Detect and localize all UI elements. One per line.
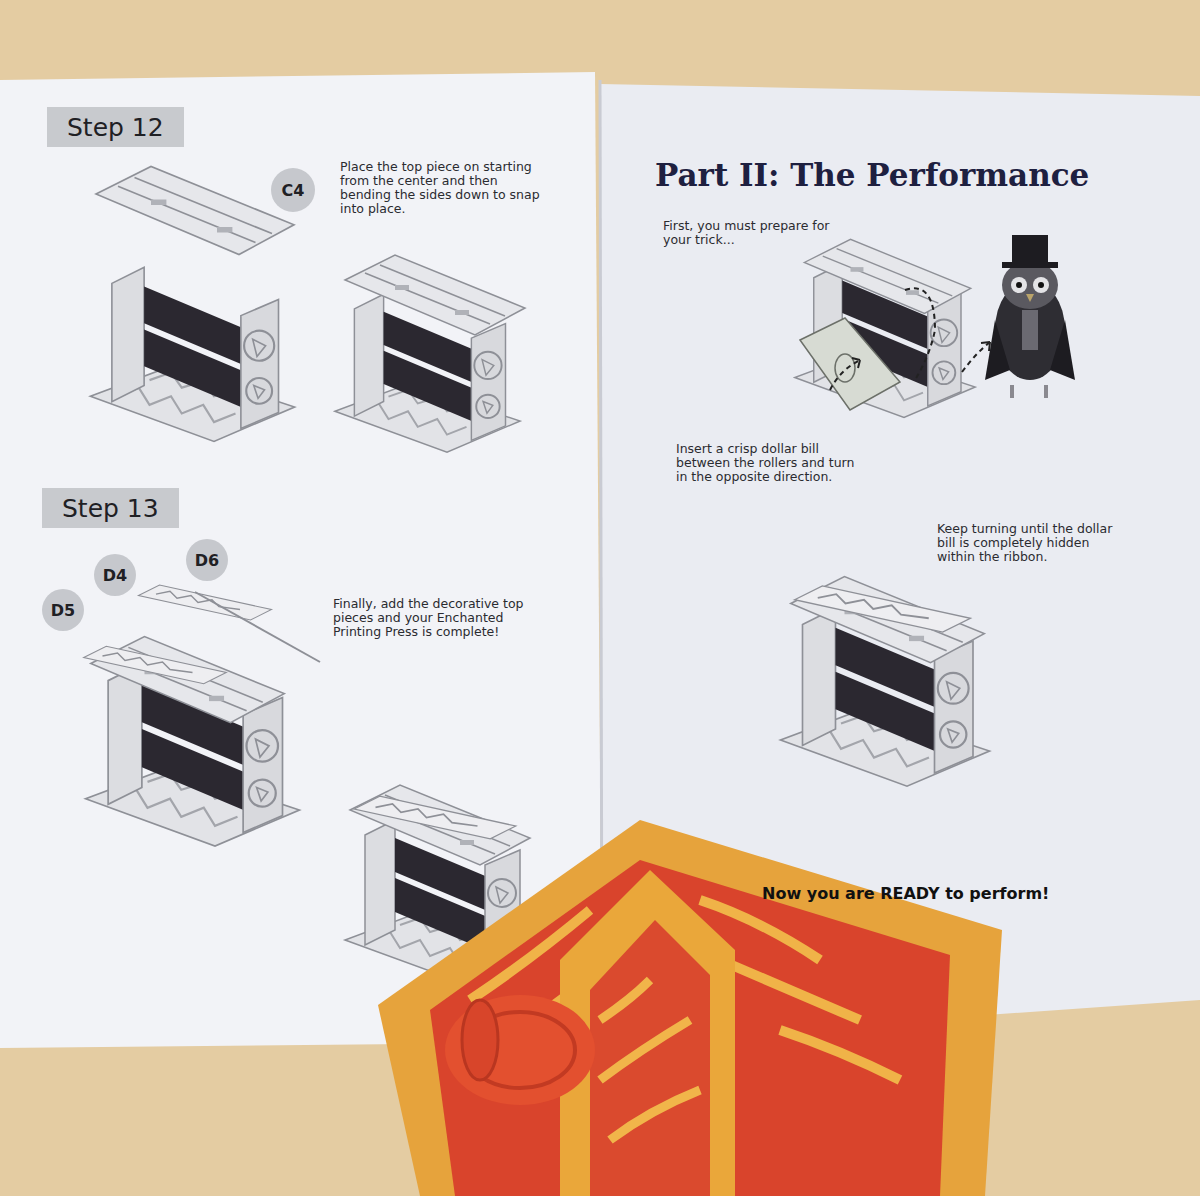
illustration-shape [1026,294,1034,302]
illustration-shape [462,1000,498,1080]
callout-text: D6 [195,551,219,570]
illustration-shape [345,255,525,335]
illustration-shape [378,820,1002,1196]
step-heading: Step 12 [67,113,164,142]
illustration-shape [1044,385,1048,398]
illustration-shape [590,920,710,1196]
step-band: Step 13 [42,488,179,528]
instruction-text: First, you must prepare for your trick..… [663,219,833,247]
illustration-shape [354,796,516,839]
illustration-shape [1002,262,1058,268]
illustration-shape [84,646,227,684]
illustration-shape [1012,235,1048,265]
illustration-shape [1002,261,1058,309]
illustration-shape [430,860,950,1196]
illustration-shape [600,980,700,1140]
illustration-shape [1033,277,1049,293]
instruction-text: Insert a crisp dollar bill between the r… [676,442,861,484]
ready-note: Now you are READY to perform! [762,884,1049,904]
step-heading: Step 13 [62,494,159,523]
illustration-shape [981,342,990,351]
illustration-shape [350,785,530,865]
callout-text: C4 [282,181,305,200]
step-band: Step 12 [47,107,184,147]
illustration-shape [852,358,860,368]
illustration-shape [90,267,294,441]
illustration-shape [791,577,985,663]
illustration-shape [830,360,860,390]
illustration-shape [0,72,602,1048]
illustration-shape [195,592,320,662]
part-title: Part II: The Performance [655,155,1089,195]
illustration-shape [1038,282,1044,288]
part-callout: D6 [186,539,228,581]
illustration-shape [1016,282,1022,288]
callout-text: D5 [51,601,75,620]
illustration-shape [795,586,971,632]
part-callout: C4 [271,168,315,212]
illustration-shape [1010,385,1014,398]
illustration-shape [445,995,595,1105]
illustration-shape [804,239,971,313]
illustration-shape [96,167,294,255]
illustration-shape [800,318,900,410]
illustration-shape [139,585,272,620]
instruction-text: Finally, add the decorative top pieces a… [333,597,533,639]
callout-text: D4 [103,566,127,585]
illustration-shape [905,288,935,380]
illustration-shape [1011,277,1027,293]
illustration-shape [985,320,1010,380]
instruction-text: Place the top piece on starting from the… [340,160,540,216]
instruction-text: Keep turning until the dollar bill is co… [937,522,1127,564]
illustration-shape [962,342,990,372]
part-callout: D4 [94,554,136,596]
part-callout: D5 [42,589,84,631]
illustration-shape [1022,310,1038,350]
illustration-shape [1050,320,1075,380]
